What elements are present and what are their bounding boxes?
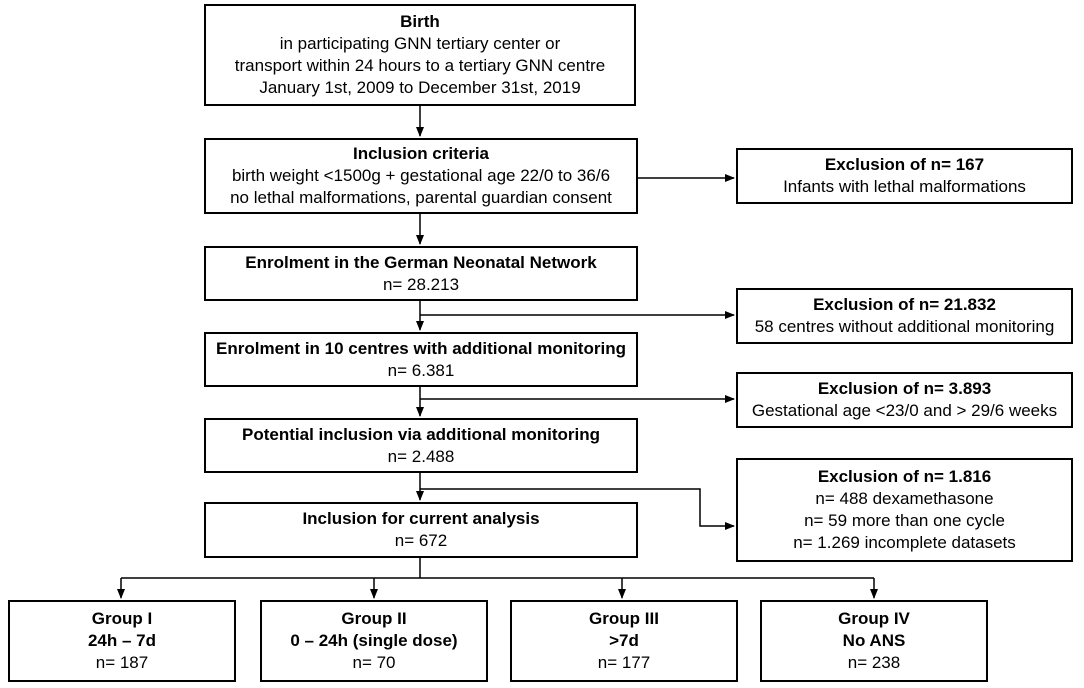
birth-title: Birth: [400, 12, 440, 31]
group-subtitle: 0 – 24h (single dose): [290, 631, 458, 650]
group-title: Group IV: [838, 609, 910, 628]
exclusion-title: Exclusion of n= 1.816: [817, 467, 992, 486]
group-title: Group I: [91, 609, 153, 628]
exclusion-line: n= 1.269 incomplete datasets: [793, 533, 1016, 552]
exclusion-line: n= 59 more than one cycle: [804, 511, 1005, 530]
group-subtitle: 24h – 7d: [87, 631, 157, 650]
enrolment-ten-centres-box: Enrolment in 10 centres with additional …: [204, 332, 638, 387]
group-subtitle: No ANS: [842, 631, 906, 650]
inclusion-criteria-line: birth weight <1500g + gestational age 22…: [231, 166, 611, 185]
inclusion-criteria-line: no lethal malformations, parental guardi…: [230, 188, 612, 207]
birth-line: transport within 24 hours to a tertiary …: [234, 56, 606, 75]
birth-line: in participating GNN tertiary center or: [279, 34, 561, 53]
potential-inclusion-count: n= 2.488: [387, 446, 455, 466]
potential-inclusion-title: Potential inclusion via additional monit…: [242, 424, 600, 444]
birth-box: Birth in participating GNN tertiary cent…: [204, 4, 636, 106]
group-title: Group III: [589, 609, 659, 628]
exclusion-box-3: Exclusion of n= 3.893 Gestational age <2…: [736, 372, 1073, 428]
group-subtitle: >7d: [609, 631, 639, 650]
inclusion-current-box: Inclusion for current analysis n= 672: [204, 502, 638, 558]
exclusion-box-2: Exclusion of n= 21.832 58 centres withou…: [736, 288, 1073, 344]
exclusion-line: n= 488 dexamethasone: [815, 489, 994, 508]
group-box-1: Group I 24h – 7d n= 187: [8, 600, 236, 682]
group-title: Group II: [341, 609, 407, 628]
potential-inclusion-box: Potential inclusion via additional monit…: [204, 418, 638, 473]
inclusion-current-count: n= 672: [394, 531, 448, 550]
group-box-2: Group II 0 – 24h (single dose) n= 70: [260, 600, 488, 682]
birth-line: January 1st, 2009 to December 31st, 2019: [259, 78, 581, 97]
exclusion-box-4: Exclusion of n= 1.816 n= 488 dexamethaso…: [736, 458, 1073, 562]
enrolment-gnn-count: n= 28.213: [382, 274, 460, 294]
exclusion-line: Gestational age <23/0 and > 29/6 weeks: [751, 401, 1058, 420]
enrolment-gnn-title: Enrolment in the German Neonatal Network: [245, 252, 597, 272]
enrolment-gnn-box: Enrolment in the German Neonatal Network…: [204, 246, 638, 301]
exclusion-line: Infants with lethal malformations: [783, 177, 1026, 196]
exclusion-box-1: Exclusion of n= 167 Infants with lethal …: [736, 148, 1073, 204]
exclusion-title: Exclusion of n= 21.832: [813, 295, 996, 314]
group-count: n= 70: [352, 653, 396, 672]
exclusion-title: Exclusion of n= 3.893: [817, 379, 992, 398]
inclusion-criteria-title: Inclusion criteria: [352, 144, 490, 163]
arrow-to-exclusion-4: [420, 488, 735, 530]
enrolment-ten-centres-title: Enrolment in 10 centres with additional …: [216, 338, 626, 358]
group-count: n= 177: [597, 653, 651, 672]
exclusion-title: Exclusion of n= 167: [824, 155, 985, 174]
inclusion-current-title: Inclusion for current analysis: [302, 509, 540, 528]
enrolment-ten-centres-count: n= 6.381: [387, 360, 455, 380]
inclusion-criteria-box: Inclusion criteria birth weight <1500g +…: [204, 138, 638, 214]
group-box-3: Group III >7d n= 177: [510, 600, 738, 682]
group-count: n= 238: [847, 653, 901, 672]
exclusion-line: 58 centres without additional monitoring: [754, 317, 1055, 336]
group-box-4: Group IV No ANS n= 238: [760, 600, 988, 682]
group-count: n= 187: [95, 653, 149, 672]
